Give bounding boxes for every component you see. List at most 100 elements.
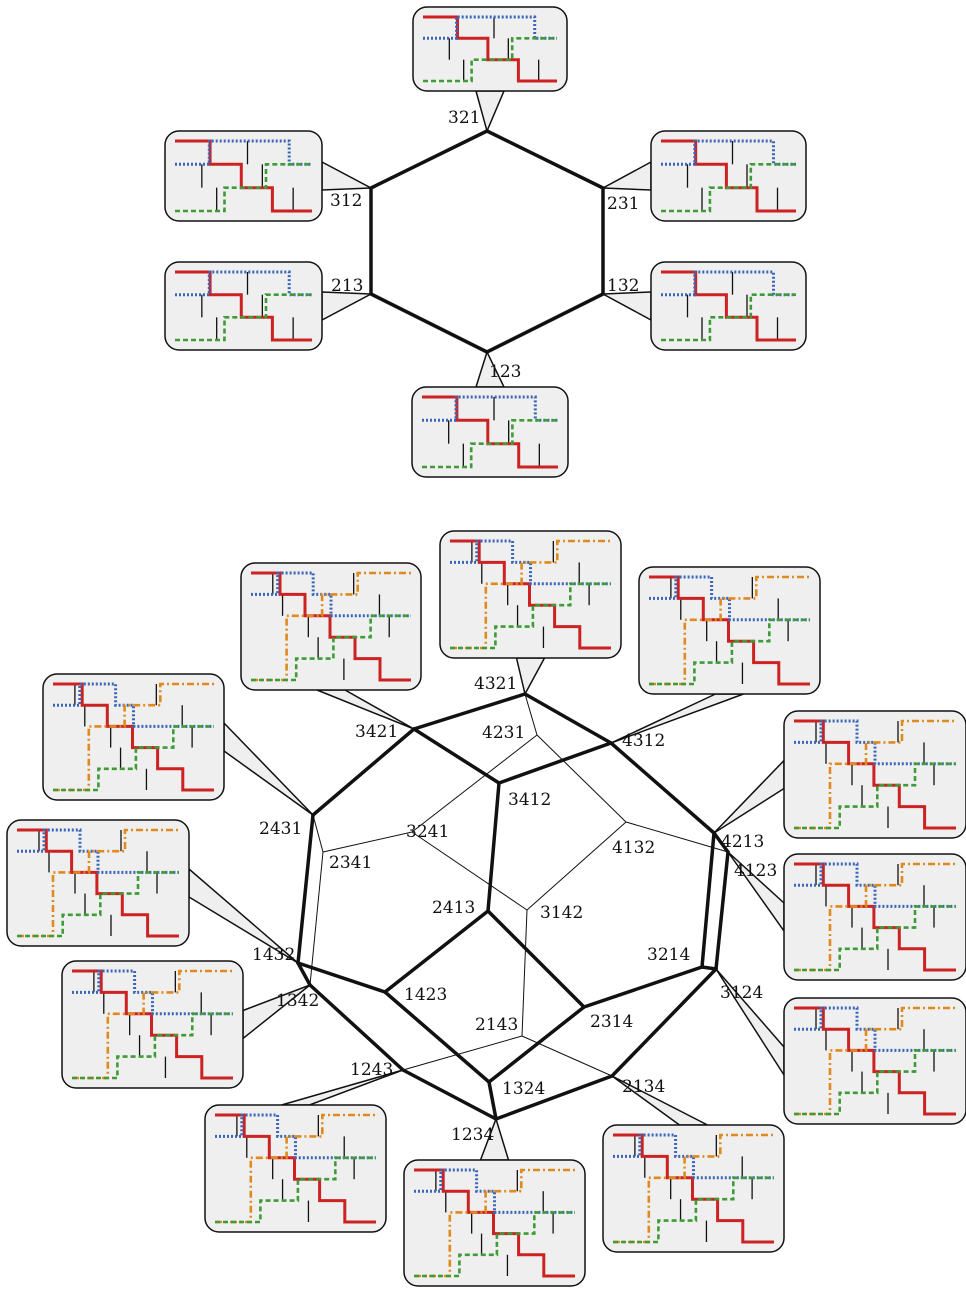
visible-edge [487,1080,498,1121]
wiring-diagram-bubble-3421 [240,562,422,730]
wiring-pseudoline [53,682,214,728]
wiring-pseudoline [72,969,233,1080]
visible-edge [296,813,315,965]
wiring-pseudoline [175,270,312,297]
wiring-diagram-bubble-312 [164,130,374,222]
hidden-edge [411,734,538,833]
wiring-pseudoline [649,575,810,686]
wiring-pseudoline [423,15,557,83]
vertex-label-2143: 2143 [475,1015,518,1035]
bubble-tail [321,291,374,322]
wiring-diagram-bubble-4213 [713,710,966,839]
visible-edge [383,909,490,994]
hidden-edge [521,1035,613,1077]
hexagon-edges [369,129,605,354]
wiring-pseudoline [794,1006,956,1116]
wiring-pseudoline [414,1168,575,1278]
wiring-pseudoline [251,571,411,682]
wiring-pseudoline [613,1133,774,1244]
wiring-pseudoline [450,582,611,650]
visible-edge [700,831,716,969]
visible-edge [412,692,527,731]
wiring-pseudoline [17,828,179,938]
vertex-label-1234: 1234 [451,1125,494,1145]
wiring-diagram-bubble-321 [412,6,568,134]
hidden-edge [322,831,413,853]
visible-edge [486,781,501,913]
wiring-pseudoline [613,1133,774,1180]
wiring-pseudoline [215,1113,376,1160]
vertex-label-4132: 4132 [612,838,655,858]
wiring-diagram-bubble-2134 [602,1075,785,1253]
vertex-label-2341: 2341 [329,853,372,873]
wiring-diagram-bubble-213 [164,261,374,351]
vertex-label-4231: 4231 [482,723,525,743]
wiring-pseudoline [53,682,214,792]
bubble-box [164,130,323,222]
wiring-pseudoline [17,871,179,938]
wiring-diagram-bubble-1432 [6,819,299,964]
wiring-pseudoline [423,37,557,83]
wiring-diagram-bubble-3124 [715,968,966,1125]
hidden-edge [526,821,627,911]
wiring-pseudoline [794,719,956,830]
polytope-edges [296,129,730,1121]
wiring-pseudoline [215,1156,376,1224]
vertex-label-231: 231 [607,194,639,214]
wiring-pseudoline [450,539,611,650]
wiring-pseudoline [613,1176,774,1244]
hidden-edge [309,851,324,986]
wiring-pseudoline [251,571,411,682]
vertex-label-1324: 1324 [502,1079,545,1099]
vertex-label-3214: 3214 [647,945,690,965]
bubble-box [164,261,323,351]
wiring-pseudoline [794,762,956,830]
wiring-diagram-bubble-1342 [61,960,311,1089]
wiring-pseudoline [53,682,214,792]
visible-edge [486,909,586,1009]
hidden-edge [402,1035,523,1071]
vertex-label-4312: 4312 [622,731,665,751]
wiring-pseudoline [422,419,558,469]
vertex-labels: 3212311321232133124321431242134123312421… [252,108,777,1145]
vertex-label-2413: 2413 [432,898,475,918]
wiring-pseudoline [794,905,956,972]
wiring-pseudoline [649,618,810,686]
bubble-box [650,130,807,222]
vertex-label-2134: 2134 [622,1077,665,1097]
visible-edge [582,965,704,1009]
visible-edge [494,1074,614,1121]
vertex-label-1423: 1423 [404,985,447,1005]
bubble-tail [515,657,546,697]
wiring-pseudoline [794,1006,956,1116]
wiring-pseudoline [649,575,810,686]
hidden-edge [521,909,528,1037]
wiring-pseudoline [72,969,233,1016]
visible-edge [714,850,730,971]
visible-edge [700,965,718,971]
wiring-pseudoline [175,293,312,342]
hidden-edge [312,814,324,853]
wiring-pseudoline [414,1168,575,1214]
vertex-label-321: 321 [448,108,480,128]
wiring-pseudoline [649,575,810,622]
visible-edge [401,1068,498,1121]
wiring-pseudoline [661,139,796,166]
wiring-pseudoline [215,1113,376,1224]
visible-edge [383,990,491,1084]
wiring-pseudoline [794,1049,956,1116]
wiring-pseudoline [414,1211,575,1278]
vertex-label-3241: 3241 [406,822,449,842]
vertex-label-2314: 2314 [590,1012,633,1032]
bubble-tail [223,721,314,816]
bubble-box [412,6,568,92]
vertex-label-1243: 1243 [350,1060,393,1080]
bubble-tail [713,758,785,834]
wiring-diagram-callouts [6,6,966,1287]
wiring-pseudoline [422,395,558,422]
visible-edge [296,961,387,994]
vertex-label-123: 123 [489,362,521,382]
vertex-label-3142: 3142 [540,903,583,923]
vertex-label-1342: 1342 [276,991,319,1011]
